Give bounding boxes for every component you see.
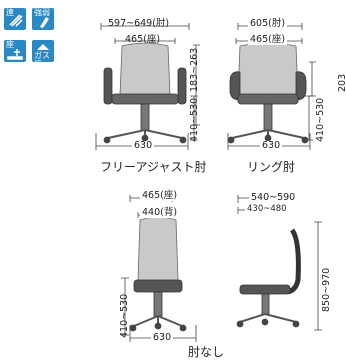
ring-arm-height-label: 203 [337, 73, 346, 92]
chair-free-arm [95, 23, 200, 150]
ring-arm-base-width-label: 630 [260, 140, 283, 151]
sync-lock-icon: 連 [4, 8, 26, 30]
chair-side-view [236, 195, 322, 331]
free-arm-height-label: 183~263 [189, 47, 200, 92]
no-arm-seat-height-label: 410~530 [119, 293, 130, 338]
strength-adjust-icon: 強弱 [32, 8, 54, 30]
no-arm-back-width-label: 440(背) [140, 207, 180, 218]
side-depth-label: 540~590 [249, 192, 298, 203]
no-arm-caption: 肘なし [188, 345, 225, 359]
free-arm-base-width-label: 630 [132, 140, 155, 151]
side-total-height-label: 850~970 [321, 267, 332, 312]
ring-arm-caption: リング肘 [247, 160, 296, 174]
no-arm-seat-width-label: 465(座) [140, 190, 180, 201]
side-seat-depth-label: 430~480 [245, 204, 289, 214]
ring-arm-top-width-label: 605(肘) [248, 18, 288, 29]
no-arm-base-width-label: 630 [151, 332, 174, 343]
seat-slide-icon: 座 [4, 40, 26, 62]
free-arm-seat-height-label: 410~530 [189, 97, 200, 142]
free-arm-caption: フリーアジャスト肘 [100, 160, 207, 174]
ring-arm-seat-height-label: 410~530 [315, 97, 326, 142]
free-arm-seat-width-label: 465(座) [125, 34, 161, 45]
ring-arm-seat-width-label: 465(座) [248, 34, 288, 45]
chair-no-arm [121, 195, 197, 342]
gas-lift-icon: ガス圧 [32, 40, 54, 62]
free-arm-top-width-label: 597~649(肘) [108, 18, 170, 29]
